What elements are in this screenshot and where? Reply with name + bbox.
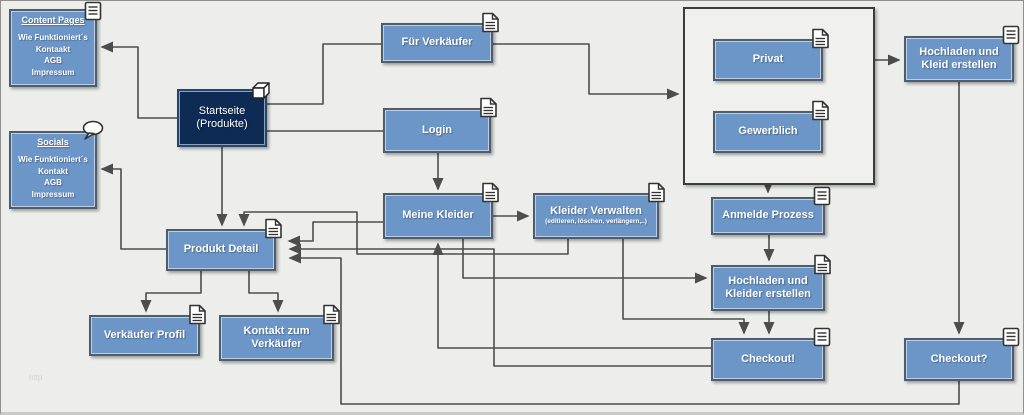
edge-startseite-to-content_pages bbox=[100, 41, 177, 119]
socials-item[interactable]: Kontakt bbox=[38, 166, 68, 176]
list-icon bbox=[1002, 25, 1021, 46]
node-content-pages[interactable]: Content Pages Wie Funktioniert´s Kontaak… bbox=[9, 1, 102, 87]
node-hochladen-kleid-erstellen[interactable]: Hochladen und Kleid erstellen bbox=[904, 25, 1020, 82]
list-icon bbox=[813, 186, 832, 207]
node-kontakt-zum-verkaeufer[interactable]: Kontakt zum Verkäufer bbox=[219, 304, 340, 361]
edge-checkout_primary-to-meine_kleider bbox=[432, 242, 711, 349]
node-gewerblich[interactable]: Gewerblich bbox=[713, 100, 829, 153]
watermark-text: http bbox=[29, 373, 43, 382]
page-icon bbox=[813, 254, 832, 275]
edge-produkt_detail-to-socials bbox=[100, 163, 166, 250]
privat-label: Privat bbox=[752, 53, 784, 66]
edge-produkt_detail-to-kontakt_zum_verkaeufer bbox=[248, 271, 284, 313]
node-kleider-verwalten[interactable]: Kleider Verwalten (editieren, löschen, v… bbox=[533, 182, 665, 239]
node-checkout-primary[interactable]: Checkout! bbox=[711, 327, 831, 381]
page-icon bbox=[322, 304, 341, 325]
gewerblich-label: Gewerblich bbox=[738, 125, 798, 138]
speech-bubble-icon bbox=[81, 120, 104, 141]
node-anmelde-prozess[interactable]: Anmelde Prozess bbox=[711, 186, 831, 235]
meine-kleider-label: Meine Kleider bbox=[402, 209, 474, 222]
content-pages-item[interactable]: Impressum bbox=[31, 67, 75, 77]
account-type-group bbox=[683, 7, 875, 185]
socials-item[interactable]: AGB bbox=[44, 178, 62, 188]
page-icon bbox=[647, 182, 666, 203]
list-icon bbox=[1002, 327, 1021, 348]
node-socials[interactable]: Socials Wie Funktioniert´s Kontakt AGB I… bbox=[9, 120, 104, 209]
content-pages-title: Content Pages bbox=[21, 15, 85, 25]
node-verkaeufer-profil[interactable]: Verkäufer Profil bbox=[89, 304, 206, 356]
page-icon bbox=[264, 218, 283, 239]
kleider-verwalten-sublabel: (editieren, löschen, verlängern,..) bbox=[545, 218, 647, 226]
socials-title: Socials bbox=[37, 137, 69, 147]
fuer-verkaeufer-label: Für Verkäufer bbox=[401, 36, 473, 49]
page-icon bbox=[481, 12, 500, 33]
socials-item[interactable]: Wie Funktioniert´s bbox=[18, 155, 88, 164]
node-produkt-detail[interactable]: Produkt Detail bbox=[166, 218, 282, 271]
edge-startseite-to-fuer_verkaeufer bbox=[267, 43, 381, 105]
page-icon bbox=[188, 304, 207, 325]
edge-checkout_primary-to-produkt_detail bbox=[288, 243, 711, 367]
edge-checkout_secondary-to-produkt_detail bbox=[288, 252, 960, 405]
content-pages-item[interactable]: Wie Funktioniert´s bbox=[18, 33, 88, 42]
socials-item[interactable]: Impressum bbox=[31, 189, 75, 199]
hochladen-kleider-erstellen-label: Hochladen und Kleider erstellen bbox=[725, 274, 811, 300]
node-checkout-secondary[interactable]: Checkout? bbox=[904, 327, 1020, 381]
content-pages-item[interactable]: AGB bbox=[44, 56, 62, 66]
list-icon bbox=[813, 327, 832, 348]
node-privat[interactable]: Privat bbox=[713, 28, 829, 81]
node-startseite[interactable]: Startseite (Produkte) bbox=[177, 82, 270, 147]
node-fuer-verkaeufer[interactable]: Für Verkäufer bbox=[381, 12, 499, 63]
edge-meine_kleider-to-produkt_detail bbox=[287, 221, 383, 247]
hochladen-kleid-erstellen-label: Hochladen und Kleid erstellen bbox=[919, 45, 999, 71]
edge-kleider_verwalten-to-checkout_primary bbox=[622, 239, 750, 335]
kontakt-zum-verkaeufer-label: Kontakt zum Verkäufer bbox=[243, 324, 310, 350]
page-icon bbox=[811, 28, 830, 49]
checkout-secondary-label: Checkout? bbox=[930, 352, 988, 365]
page-icon bbox=[811, 100, 830, 121]
cube-icon bbox=[250, 80, 272, 100]
node-meine-kleider[interactable]: Meine Kleider bbox=[383, 182, 499, 239]
produkt-detail-label: Produkt Detail bbox=[183, 243, 259, 256]
node-hochladen-kleider-erstellen[interactable]: Hochladen und Kleider erstellen bbox=[711, 254, 831, 311]
list-icon bbox=[84, 1, 103, 22]
anmelde-prozess-label: Anmelde Prozess bbox=[722, 209, 814, 222]
edge-meine_kleider-to-hochladen_kleider bbox=[462, 239, 708, 284]
verkaeufer-profil-label: Verkäufer Profil bbox=[103, 328, 186, 341]
edge-kleider_verwalten-to-produkt_detail bbox=[238, 211, 569, 255]
page-icon bbox=[481, 182, 500, 203]
startseite-label: Startseite (Produkte) bbox=[196, 104, 248, 130]
login-label: Login bbox=[422, 123, 452, 136]
kleider-verwalten-label: Kleider Verwalten bbox=[550, 205, 642, 218]
page-icon bbox=[479, 97, 498, 118]
node-login[interactable]: Login bbox=[383, 97, 497, 153]
checkout-primary-label: Checkout! bbox=[741, 352, 795, 365]
edge-fuer_verkaeufer-to-anmelde_gruppe bbox=[493, 43, 680, 100]
content-pages-item[interactable]: Kontaakt bbox=[35, 44, 71, 54]
edge-produkt_detail-to-verkaeufer_profil bbox=[140, 271, 202, 313]
